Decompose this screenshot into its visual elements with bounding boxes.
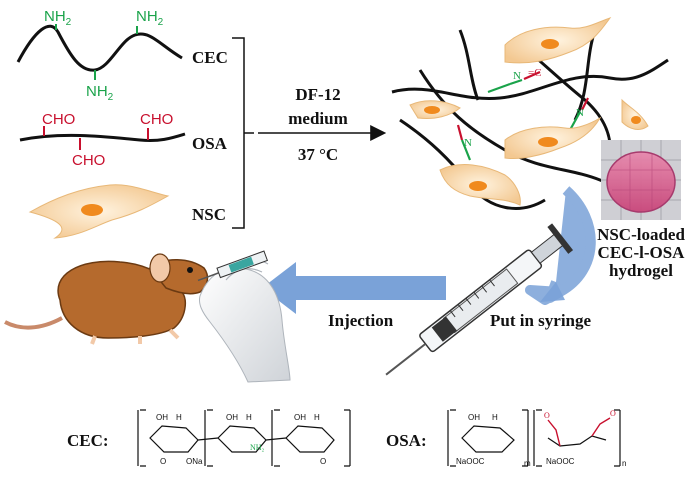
- svg-text:NaOOC: NaOOC: [456, 457, 485, 466]
- svg-text:O: O: [320, 457, 326, 466]
- cec-amine-label-1: NH2: [44, 8, 72, 28]
- cec-structure: [137, 409, 351, 467]
- svg-text:ONa: ONa: [186, 457, 203, 466]
- cec-polymer: NH2 NH2 NH2: [16, 8, 183, 103]
- hydrogel-label-line-2: CEC-l-OSA: [598, 243, 685, 262]
- mouse-illustration: [4, 253, 209, 345]
- svg-text:N: N: [513, 70, 521, 82]
- hydrogel-photo: [601, 140, 681, 220]
- hydrogel-label-line-1: NSC-loaded: [597, 225, 685, 244]
- osa-aldehyde-label-1: CHO: [42, 111, 75, 128]
- svg-text:OH: OH: [468, 413, 480, 422]
- osa-aldehyde-label-2: CHO: [72, 152, 105, 169]
- svg-text:OH: OH: [226, 413, 238, 422]
- put-in-syringe-label: Put in syringe: [490, 311, 592, 330]
- svg-text:n: n: [622, 459, 626, 468]
- osa-aldehyde-label-3: CHO: [140, 111, 173, 128]
- svg-text:O: O: [160, 457, 166, 466]
- svg-text:OH: OH: [156, 413, 168, 422]
- svg-text:O: O: [544, 411, 550, 420]
- cec-amine-label-3: NH2: [86, 83, 114, 103]
- grouping-brace: [232, 37, 254, 229]
- cec-label: CEC: [192, 48, 228, 67]
- svg-text:NaOOC: NaOOC: [546, 457, 575, 466]
- nsc-label: NSC: [192, 205, 226, 224]
- injection-label: Injection: [328, 311, 394, 330]
- svg-text:O: O: [610, 409, 616, 418]
- svg-text:=C: =C: [528, 67, 542, 79]
- svg-text:N: N: [464, 137, 472, 149]
- condition-line-2: medium: [288, 109, 348, 128]
- cec-amine-label-2: NH2: [136, 8, 164, 28]
- reaction-conditions: DF-12 medium 37 °C: [258, 85, 387, 164]
- osa-structure-title: OSA:: [386, 431, 427, 450]
- svg-text:OH: OH: [294, 413, 306, 422]
- osa-structure-annotations: OH H NaOOC O O NaOOC m n: [456, 409, 626, 468]
- cec-structure-title: CEC:: [67, 431, 109, 450]
- crosslinked-network: N =C N N: [391, 17, 669, 212]
- osa-structure: [447, 409, 621, 467]
- svg-text:m: m: [524, 459, 531, 468]
- nsc-cell: [28, 184, 170, 239]
- osa-aldehyde-bonds: [547, 417, 611, 447]
- cec-structure-annotations: OH H O ONa OH H NH₂ OH H O: [156, 413, 326, 466]
- svg-text:H: H: [176, 413, 182, 422]
- svg-text:H: H: [246, 413, 252, 422]
- condition-line-1: DF-12: [295, 85, 340, 104]
- gloved-hand: [197, 250, 291, 383]
- osa-polymer: CHO CHO CHO: [19, 111, 186, 169]
- svg-text:NH₂: NH₂: [250, 443, 265, 452]
- osa-label: OSA: [192, 134, 228, 153]
- syringe: [385, 223, 574, 376]
- svg-text:H: H: [492, 413, 498, 422]
- injection-arrow: [262, 262, 446, 314]
- condition-line-3: 37 °C: [298, 145, 338, 164]
- hydrogel-label-line-3: hydrogel: [609, 261, 673, 280]
- svg-text:N: N: [576, 107, 584, 119]
- svg-text:H: H: [314, 413, 320, 422]
